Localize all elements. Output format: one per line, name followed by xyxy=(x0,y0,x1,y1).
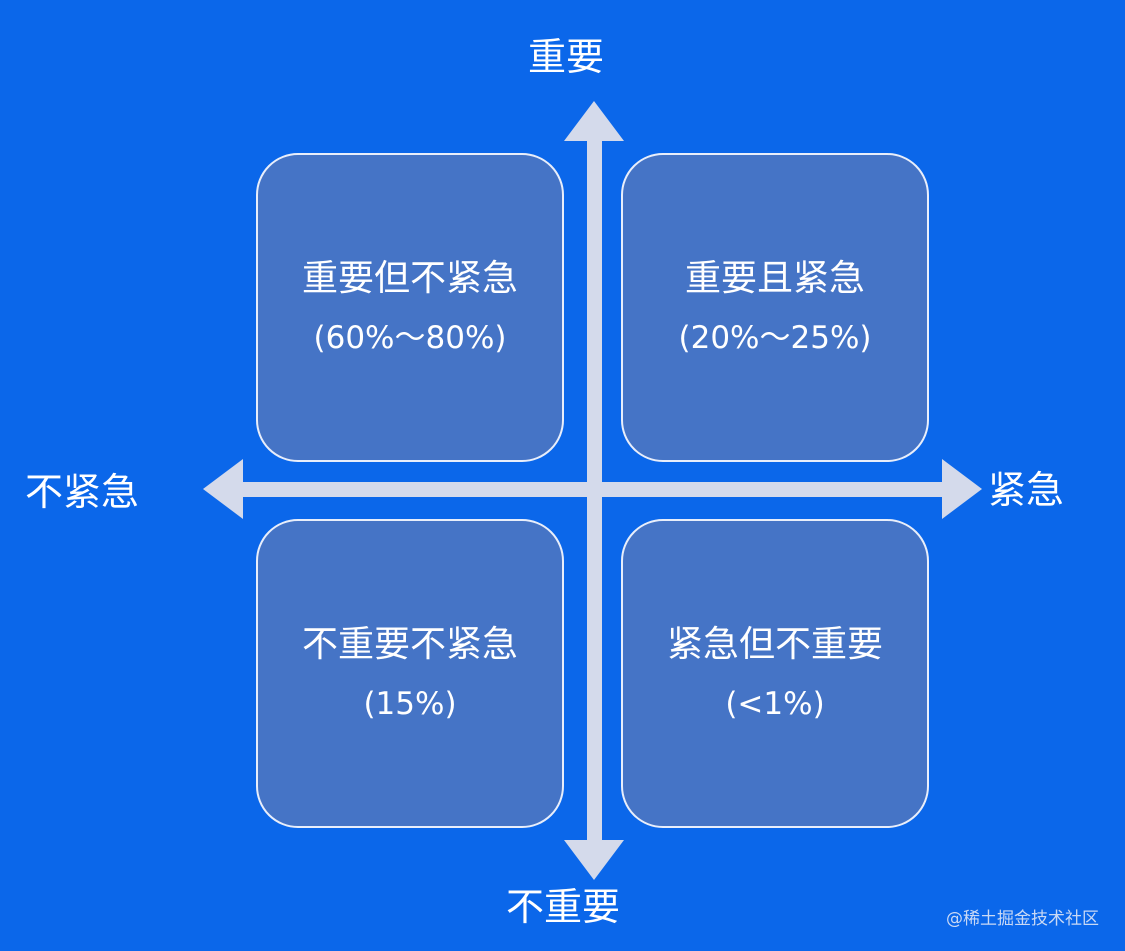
quadrant-important-and-urgent: 重要且紧急 (20%～25%) xyxy=(621,153,929,462)
quadrant-percent: (60%～80%) xyxy=(313,320,507,356)
quadrant-percent: (<1%) xyxy=(725,686,825,722)
arrow-down-icon xyxy=(564,840,624,880)
quadrant-percent: (15%) xyxy=(363,686,457,722)
arrow-right-icon xyxy=(942,459,982,519)
quadrant-title: 紧急但不重要 xyxy=(666,624,883,665)
quadrant-percent: (20%～25%) xyxy=(678,320,872,356)
quadrant-title: 不重要不紧急 xyxy=(301,624,518,665)
quadrant-important-not-urgent: 重要但不紧急 (60%～80%) xyxy=(256,153,564,462)
axis-label-urgent: 紧急 xyxy=(988,468,1065,512)
arrow-left-icon xyxy=(203,459,243,519)
arrow-up-icon xyxy=(564,101,624,141)
quadrant-urgent-not-important: 紧急但不重要 (<1%) xyxy=(621,519,929,828)
watermark: @稀土掘金技术社区 xyxy=(946,909,1099,929)
axis-label-not-important: 不重要 xyxy=(506,885,621,929)
quadrant-not-important-not-urgent: 不重要不紧急 (15%) xyxy=(256,519,564,828)
axis-label-not-urgent: 不紧急 xyxy=(25,470,140,514)
quadrant-title: 重要但不紧急 xyxy=(301,258,518,299)
axis-label-important: 重要 xyxy=(528,35,605,79)
horizontal-axis-line xyxy=(238,482,950,497)
quadrant-title: 重要且紧急 xyxy=(684,258,865,299)
